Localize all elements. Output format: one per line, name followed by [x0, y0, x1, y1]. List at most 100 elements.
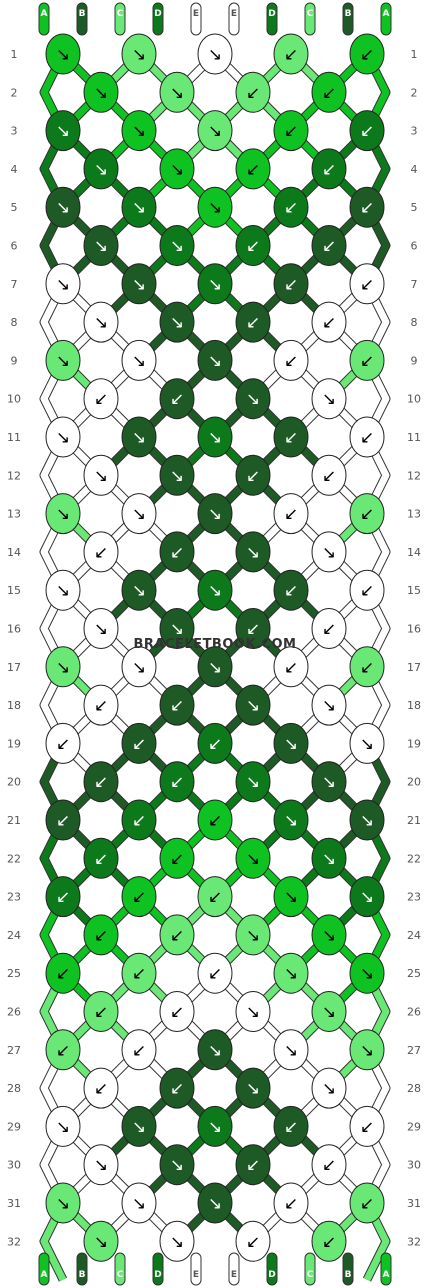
knot-arrow: ↙ [246, 237, 260, 257]
row-number-right: 15 [407, 584, 421, 597]
knot-shape [197, 876, 233, 918]
knot-shape [121, 263, 157, 305]
knot: ↘ [197, 263, 233, 305]
knot-shape [83, 531, 119, 573]
knot-shape [349, 1029, 385, 1071]
knot: ↘ [349, 876, 385, 918]
knot: ↘ [197, 569, 233, 611]
knot-arrow: ↙ [94, 1079, 108, 1099]
knot-arrow: ↙ [284, 505, 298, 525]
row-number-right: 11 [407, 431, 421, 444]
knot-arrow: ↙ [94, 773, 108, 793]
knot-arrow: ↘ [322, 390, 336, 410]
knot-arrow: ↘ [208, 1041, 222, 1061]
knot: ↙ [235, 225, 271, 266]
knot: ↙ [45, 1029, 81, 1071]
knot: ↘ [45, 186, 81, 228]
knot: ↙ [159, 761, 195, 803]
knot-arrow: ↙ [284, 658, 298, 678]
knot-shape [83, 71, 119, 113]
knot-arrow: ↙ [94, 696, 108, 716]
row-number-left: 4 [11, 163, 18, 176]
knot-shape [273, 33, 309, 75]
knot-arrow: ↘ [132, 275, 146, 295]
knot-shape [349, 952, 385, 994]
knot: ↘ [197, 110, 233, 152]
row-number-left: 24 [7, 929, 21, 942]
strand-letter: B [79, 1270, 86, 1280]
knot-shape [349, 110, 385, 152]
knot-arrow: ↙ [284, 1117, 298, 1137]
knot: ↙ [121, 876, 157, 918]
knot: ↘ [45, 493, 81, 535]
knot: ↘ [121, 1182, 157, 1224]
knot-arrow: ↙ [322, 1232, 336, 1252]
knot: ↙ [159, 531, 195, 573]
knot: ↙ [235, 301, 271, 343]
knot-arrow: ↙ [322, 237, 336, 257]
strand-letter: D [268, 1270, 275, 1280]
knot-shape [235, 684, 271, 726]
knot-shape [311, 225, 347, 266]
knot-arrow: ↙ [284, 1194, 298, 1214]
knot: ↘ [45, 416, 81, 458]
knot-arrow: ↘ [132, 1194, 146, 1214]
knot-arrow: ↙ [132, 811, 146, 831]
knot: ↙ [349, 646, 385, 688]
knot-arrow: ↘ [94, 160, 108, 180]
knot: ↘ [311, 837, 347, 879]
knot: ↘ [83, 454, 119, 496]
knot-shape [273, 1105, 309, 1147]
knot-shape [311, 454, 347, 496]
row-number-right: 27 [407, 1044, 421, 1057]
knot-arrow: ↘ [132, 198, 146, 218]
knot-shape [121, 33, 157, 75]
knot-shape [311, 991, 347, 1032]
knot-arrow: ↙ [208, 888, 222, 908]
watermark-text: BRACELETBOOK.COM [134, 637, 297, 652]
knot-shape [311, 301, 347, 343]
knot: ↙ [311, 608, 347, 649]
knot-arrow: ↘ [322, 849, 336, 869]
knot-arrow: ↘ [208, 1194, 222, 1214]
knot-arrow: ↙ [56, 888, 70, 908]
knot-arrow: ↘ [246, 849, 260, 869]
knot-shape [159, 531, 195, 573]
knot: ↙ [197, 722, 233, 764]
knot: ↘ [273, 876, 309, 918]
knot-shape [159, 991, 195, 1032]
knot: ↘ [311, 991, 347, 1032]
knot-arrow: ↘ [360, 888, 374, 908]
knot-shape [197, 722, 233, 764]
knot-arrow: ↘ [170, 1232, 184, 1252]
strand-letter: D [154, 1270, 161, 1280]
knot-shape [45, 569, 81, 611]
knot: ↘ [311, 684, 347, 726]
knot-shape [45, 33, 81, 75]
knot-arrow: ↙ [284, 45, 298, 65]
strand-letter: A [383, 9, 390, 19]
knot: ↘ [159, 225, 195, 266]
knot: ↙ [349, 186, 385, 228]
knot-shape [349, 876, 385, 918]
knot-shape [45, 952, 81, 994]
knot-arrow: ↘ [132, 351, 146, 371]
knot-arrow: ↙ [94, 849, 108, 869]
knot-arrow: ↙ [94, 1003, 108, 1023]
knot-shape [83, 225, 119, 266]
knot-arrow: ↘ [322, 1003, 336, 1023]
row-number-right: 13 [407, 508, 421, 521]
row-number-left: 30 [7, 1159, 21, 1172]
knot-arrow: ↘ [208, 122, 222, 142]
knot: ↙ [83, 531, 119, 573]
knot-arrow: ↙ [284, 428, 298, 448]
knot: ↘ [273, 952, 309, 994]
knot-arrow: ↙ [94, 390, 108, 410]
knot-shape [159, 225, 195, 266]
row-number-left: 3 [11, 125, 18, 138]
knot-shape [349, 263, 385, 305]
knot-arrow: ↙ [360, 1194, 374, 1214]
row-number-left: 5 [11, 201, 18, 214]
knot: ↙ [83, 914, 119, 956]
knot: ↙ [349, 569, 385, 611]
